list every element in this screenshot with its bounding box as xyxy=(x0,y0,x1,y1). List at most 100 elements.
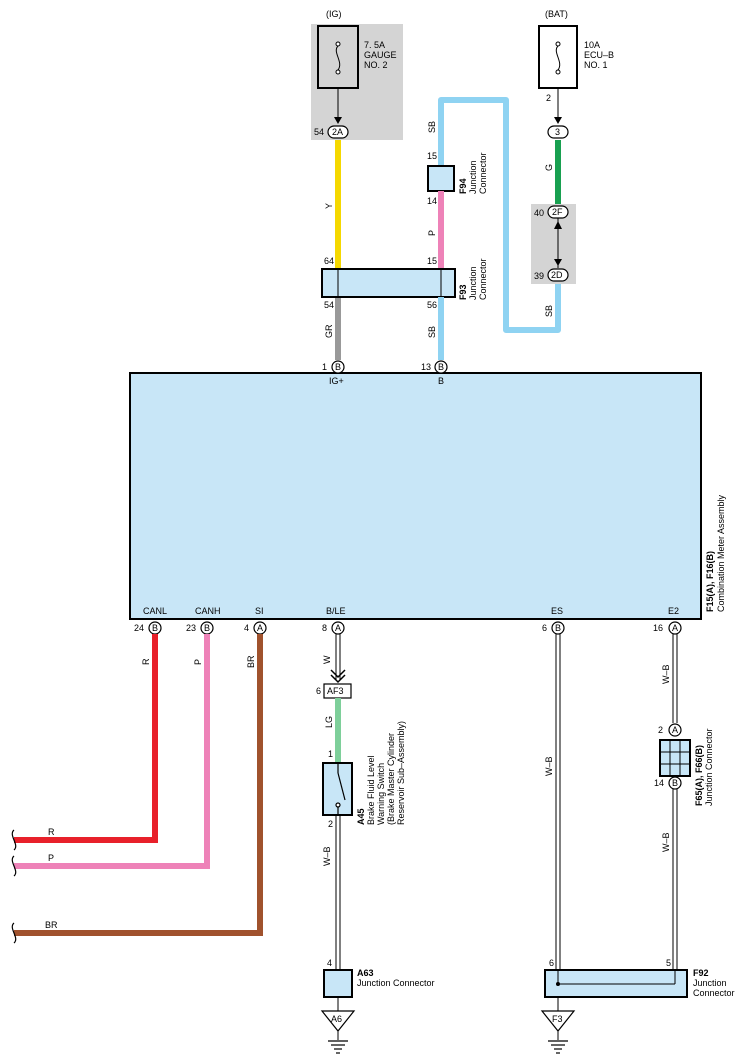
ig-fuse-icon xyxy=(335,41,341,122)
f93-desc-2: Connector xyxy=(478,258,488,300)
meter-pin-conn-canl: B xyxy=(152,623,158,633)
a63-desc: Junction Connector xyxy=(357,978,435,988)
f65-pin-top: 2 xyxy=(658,725,663,735)
wire-label-p3: P xyxy=(48,853,54,863)
f65-pin-bot: 14 xyxy=(654,778,664,788)
wire-label-wb1: W–B xyxy=(322,846,332,866)
meter-pin-conn-canh: B xyxy=(204,623,210,633)
ground-f3-label: F3 xyxy=(552,1014,563,1024)
bat-fuse-icon xyxy=(555,41,561,122)
meter-pin-conn-b: B xyxy=(438,362,444,372)
ground-f3-triangle xyxy=(540,1010,576,1032)
bat-label: (BAT) xyxy=(545,9,568,19)
bat-arrow-up-icon xyxy=(554,221,562,229)
bat-arrow-icon xyxy=(554,117,562,124)
a63-pin: 4 xyxy=(327,958,332,968)
a45-desc-2: Warning Switch xyxy=(376,763,386,825)
f92-pin-r: 5 xyxy=(666,958,671,968)
f94-desc-1: Junction xyxy=(468,160,478,194)
a45-desc-1: Brake Fluid Level xyxy=(366,755,376,825)
wire-label-wb2: W–B xyxy=(544,756,554,776)
wire-wb-e2 xyxy=(672,634,678,970)
f65-inner-lines xyxy=(660,740,690,776)
ig-fuse-line-2: GAUGE xyxy=(364,50,397,60)
a45-desc-3: (Brake Master Cylinder xyxy=(386,733,396,825)
a45-pin-top: 1 xyxy=(328,749,333,759)
wire-label-br1: BR xyxy=(246,655,256,668)
meter-pin-circle-b xyxy=(434,360,448,374)
meter-pin-num-b: 13 xyxy=(421,362,431,372)
wire-label-w: W xyxy=(322,655,332,664)
wire-white-double xyxy=(335,634,341,680)
meter-desc: Combination Meter Assembly xyxy=(716,494,726,612)
bat-pin-40: 40 xyxy=(534,208,544,218)
wire-label-p2: P xyxy=(193,659,203,665)
f65-conn-top: A xyxy=(672,725,678,735)
meter-pin-circle-e2 xyxy=(668,621,682,635)
wire-skyblue-loop xyxy=(438,97,561,333)
f65-id: F65(A), F66(B) xyxy=(694,745,704,806)
meter-pin-num-ble: 8 xyxy=(322,623,327,633)
wire-red xyxy=(14,634,158,843)
bat-conn-2d-label: 2D xyxy=(551,270,563,280)
f93-pin-54: 54 xyxy=(324,300,334,310)
meter-pin-name-ble: B/LE xyxy=(326,606,346,616)
meter-pin-num-e2: 16 xyxy=(653,623,663,633)
meter-pin-name-ig: IG+ xyxy=(329,376,344,386)
meter-pin-name-e2: E2 xyxy=(668,606,679,616)
wire-label-g: G xyxy=(544,164,554,171)
f93-pin-64: 64 xyxy=(324,256,334,266)
ground-a6-triangle xyxy=(320,1010,356,1032)
f94-box xyxy=(427,165,455,192)
ground-icon xyxy=(548,1040,568,1054)
wire-label-lg: LG xyxy=(324,716,334,728)
af3-pin: 6 xyxy=(316,686,321,696)
a45-desc-4: Reservoir Sub–Assembly) xyxy=(396,721,406,825)
meter-pin-name-b: B xyxy=(438,376,444,386)
meter-pin-num-canl: 24 xyxy=(134,623,144,633)
f93-box xyxy=(321,268,456,298)
f93-pin-56: 56 xyxy=(427,300,437,310)
f65-conn-bot-circle xyxy=(668,776,682,790)
ig-conn-label: 2A xyxy=(332,127,343,137)
f94-pin-top: 15 xyxy=(427,151,437,161)
f93-pin-15: 15 xyxy=(427,256,437,266)
meter-pin-conn-e2: A xyxy=(672,623,678,633)
f65-box xyxy=(659,739,691,777)
bat-arrow-down-icon xyxy=(554,259,562,266)
meter-pin-num-es: 6 xyxy=(542,623,547,633)
wire-label-r2: R xyxy=(48,827,55,837)
wire-label-r1: R xyxy=(141,658,151,665)
meter-pin-conn-si: A xyxy=(257,623,263,633)
meter-pin-name-si: SI xyxy=(255,606,264,616)
f92-pin-l: 6 xyxy=(549,958,554,968)
bat-fuse-line-3: NO. 1 xyxy=(584,60,608,70)
ig-arrow-icon xyxy=(334,117,342,124)
wire-label-sb1: SB xyxy=(427,121,437,133)
meter-pin-num-ig: 1 xyxy=(322,362,327,372)
bat-pin-top: 2 xyxy=(546,93,551,103)
wire-label-y: Y xyxy=(324,203,334,209)
af3-label: AF3 xyxy=(327,686,344,696)
chevron-down-icon xyxy=(330,669,346,684)
bat-conn-2d-oval xyxy=(547,268,569,282)
bat-conn-3-label: 3 xyxy=(555,127,560,137)
ig-conn-oval xyxy=(327,125,349,139)
wire-label-sb3: SB xyxy=(544,305,554,317)
meter-pin-conn-es: B xyxy=(555,623,561,633)
meter-pin-circle-ble xyxy=(331,621,345,635)
f92-inner-lines xyxy=(557,970,676,985)
f92-id: F92 xyxy=(693,968,709,978)
meter-pin-circle-ig xyxy=(331,360,345,374)
meter-box xyxy=(129,372,702,620)
wire-label-p1: P xyxy=(427,230,437,236)
f92-desc-1: Junction xyxy=(693,978,727,988)
meter-pin-name-es: ES xyxy=(551,606,563,616)
bat-fuse-line-2: ECU–B xyxy=(584,50,614,60)
wire-brown xyxy=(14,634,263,936)
meter-pin-num-canh: 23 xyxy=(186,623,196,633)
f65-conn-bot: B xyxy=(672,778,678,788)
f65-desc: Junction Connector xyxy=(704,728,714,806)
f94-id: F94 xyxy=(458,178,468,194)
